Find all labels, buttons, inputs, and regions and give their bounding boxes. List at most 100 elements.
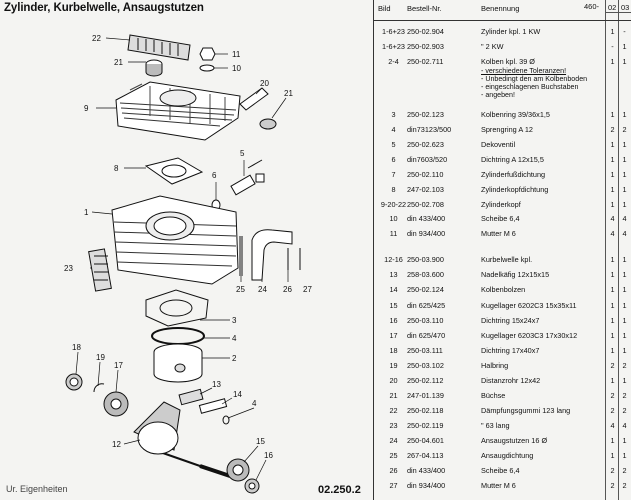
cell-bild: 26 (389, 466, 398, 475)
cell-q2: 1 (622, 57, 627, 66)
cell-q1: 1 (610, 110, 615, 119)
cell-ben: Dichtring A 12x15,5 (481, 155, 544, 164)
cell-q2: - (623, 27, 626, 36)
crankshaft-12 (133, 401, 231, 478)
exploded-parts-diagram: 22 11 21 10 20 21 9 5 8 6 1 23 25 24 26 … (64, 34, 312, 494)
cell-q1: 1 (610, 185, 615, 194)
cell-q2: 1 (622, 140, 627, 149)
cell-nr: din7603/520 (407, 155, 448, 164)
cell-q1: 1 (610, 27, 615, 36)
bush-21-left (145, 59, 163, 77)
callout-2: 2 (232, 354, 237, 363)
note-line: - Unbedingt den am Kolbenboden (481, 75, 588, 83)
cell-nr: din 934/400 (407, 481, 446, 490)
cell-bild: 1-6+23 (382, 27, 405, 36)
cell-bild: 8 (391, 185, 396, 194)
callout-19: 19 (96, 353, 105, 362)
cell-ben: " 2 KW (481, 42, 504, 51)
cell-nr: din 433/400 (407, 466, 446, 475)
cell-bild: 7 (391, 170, 396, 179)
cell-ben: Ansaugdichtung (481, 451, 534, 460)
page-divider (373, 0, 374, 500)
callout-18: 18 (72, 343, 81, 352)
cell-nr: din 625/470 (407, 331, 446, 340)
cell-ben: Zylinder kpl. 1 KW (481, 27, 541, 36)
note-line: - angeben! (481, 91, 515, 99)
piston-pin-14 (198, 398, 228, 414)
damper-rubber-22 (127, 34, 191, 61)
circlip-4 (222, 415, 230, 425)
cell-q1: 1 (610, 170, 615, 179)
callout-12: 12 (112, 440, 121, 449)
cell-bild: 14 (389, 285, 398, 294)
piston-2 (153, 343, 203, 383)
cell-ben: Büchse (481, 391, 506, 400)
cell-q2: 1 (622, 200, 627, 209)
callout-11: 11 (232, 50, 241, 59)
cell-q1: 1 (610, 57, 615, 66)
cell-q2: 2 (622, 466, 627, 475)
cell-q2: 1 (622, 255, 627, 264)
cell-bild: 3 (391, 110, 396, 119)
cell-q2: 1 (622, 270, 627, 279)
cell-ben: Zylinderkopfdichtung (481, 185, 549, 194)
cell-q1: 1 (610, 255, 615, 264)
cell-bild: 15 (389, 301, 398, 310)
cell-q1: 2 (610, 466, 615, 475)
cell-bild: 19 (389, 361, 398, 370)
header-q2: 03 (621, 3, 630, 12)
callout-labels: 22 11 21 10 20 21 9 5 8 6 1 23 25 24 26 … (64, 34, 312, 460)
cell-q2: 1 (622, 110, 627, 119)
cell-q2: 1 (622, 285, 627, 294)
damper-rubber-23 (88, 248, 112, 292)
cell-q1: 1 (610, 301, 615, 310)
callout-25: 25 (236, 285, 245, 294)
cell-ben: Distanzrohr 12x42 (481, 376, 541, 385)
cell-bild: 6 (391, 155, 396, 164)
base-gasket-7 (145, 289, 209, 327)
cell-q1: 1 (610, 436, 615, 445)
bearing-17 (103, 391, 129, 417)
cell-nr: 250-02.708 (407, 200, 444, 209)
page-code: 02.250.2 (318, 484, 361, 496)
callout-26: 26 (283, 285, 292, 294)
cell-q1: 1 (610, 451, 615, 460)
cell-bild: 16 (389, 316, 398, 325)
cell-nr: 250-02.711 (407, 57, 444, 66)
cell-nr: 250-02.123 (407, 110, 444, 119)
callout-14: 14 (233, 390, 242, 399)
cell-nr: 250-03.111 (407, 346, 443, 355)
header-bild: Bild (378, 4, 391, 13)
cell-q2: 1 (622, 376, 627, 385)
cell-nr: din73123/500 (407, 125, 452, 134)
cell-ben: Dämpfungsgummi 123 lang (481, 406, 571, 415)
cell-q2: 1 (622, 170, 627, 179)
cell-bild: 21 (389, 391, 398, 400)
cell-q2: 2 (622, 125, 627, 134)
series-divider (605, 12, 631, 13)
col-divider-q1 (605, 0, 606, 500)
cell-ben: Kurbelwelle kpl. (481, 255, 533, 264)
page-title: Zylinder, Kurbelwelle, Ansaugstutzen (4, 2, 204, 14)
cell-nr: din 433/400 (407, 214, 446, 223)
cell-q1: 2 (610, 481, 615, 490)
cell-bild: 5 (391, 140, 396, 149)
header-q1: 02 (608, 3, 617, 12)
callout-1: 1 (84, 208, 89, 217)
cell-ben: Mutter M 6 (481, 481, 516, 490)
cell-q2: 2 (622, 361, 627, 370)
cell-q2: 2 (622, 406, 627, 415)
cell-ben: Ansaugstutzen 16 Ø (481, 436, 548, 445)
cell-q1: 1 (610, 316, 615, 325)
